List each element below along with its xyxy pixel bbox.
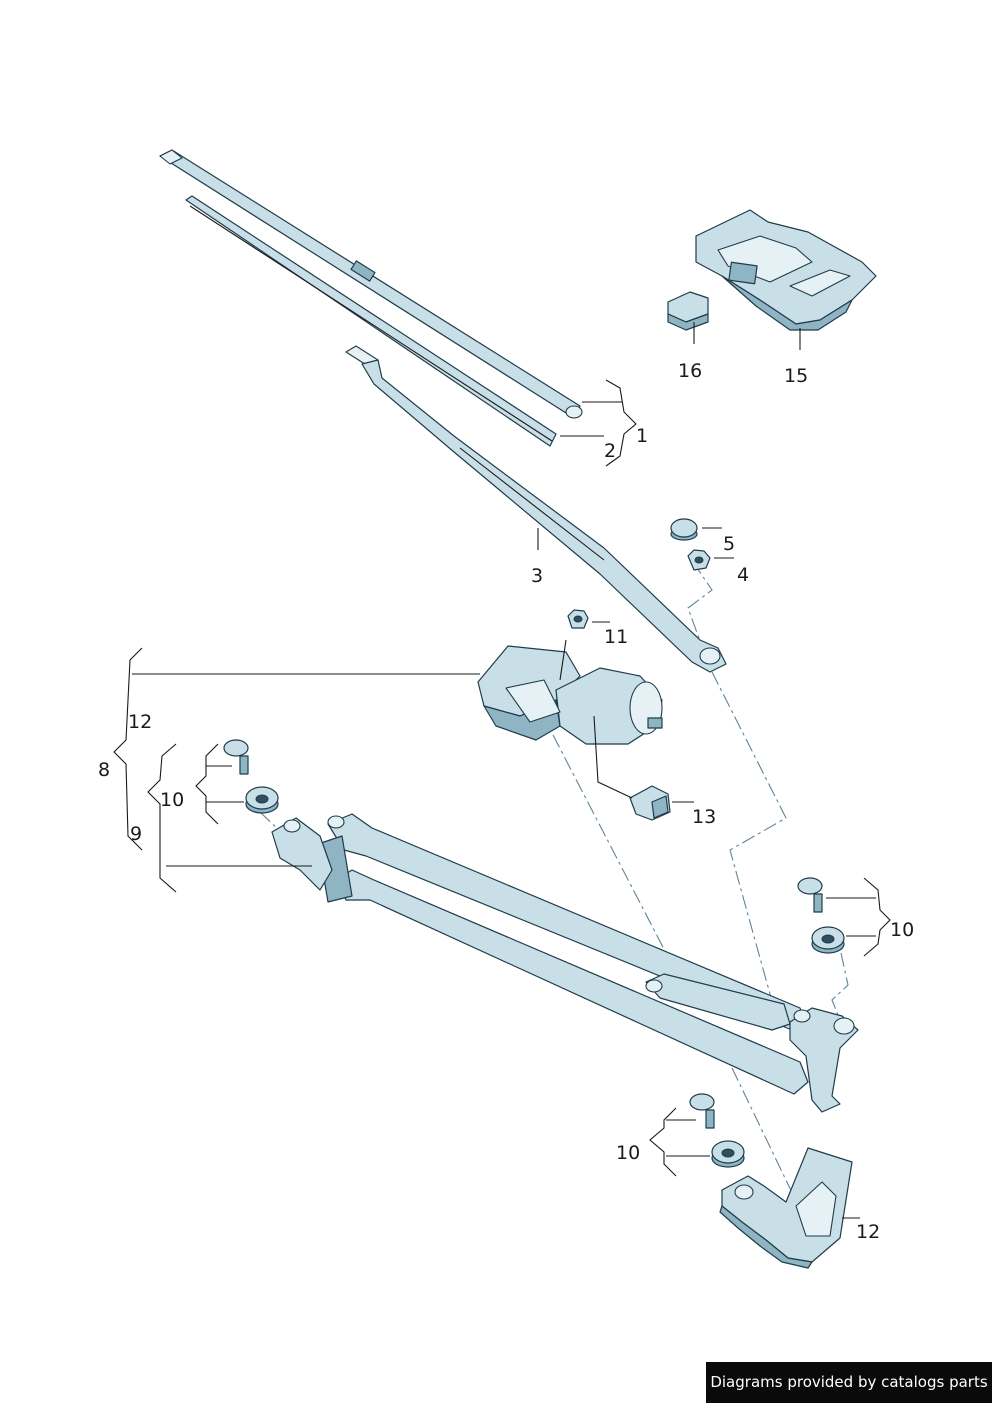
callout-labels: 1 2 3 5 4 11 12 8 10 9 13 10 10 12 16 15 [98,360,914,1243]
callout-10-left: 10 [160,789,184,811]
centerlines [259,561,849,1206]
attribution-text: Diagrams provided by catalogs parts [710,1373,988,1391]
wiper-blade [159,149,583,419]
callout-5: 5 [723,533,735,555]
wiper-motor [477,639,663,745]
hex-nut [687,549,711,571]
wiper-arm [345,345,727,673]
callout-2: 2 [604,440,616,462]
callout-15: 15 [784,365,808,387]
callout-16: 16 [678,360,702,382]
bolt-mount-left [223,739,279,814]
callout-10-right: 10 [890,919,914,941]
callout-10-bottom: 10 [616,1142,640,1164]
shaft-nut [567,609,589,629]
leader-lines [113,322,891,1219]
cover-cap [670,518,698,541]
attribution-footer: Diagrams provided by catalogs parts [706,1362,992,1403]
small-connector [667,291,709,331]
callout-9: 9 [130,823,142,845]
callout-4: 4 [737,564,749,586]
wiper-control-unit [695,209,877,331]
callout-11: 11 [604,626,628,648]
wiper-linkage-frame [271,813,859,1113]
callout-12-motor: 12 [128,711,152,733]
wiper-rubber [185,195,557,447]
connector-plug [629,785,671,821]
mounting-bracket [719,1147,853,1269]
bolt-mount-right [797,877,845,954]
callout-12-bracket: 12 [856,1221,880,1243]
bolt-mount-bottom [689,1093,745,1168]
callout-8: 8 [98,759,110,781]
callout-13: 13 [692,806,716,828]
callout-3: 3 [531,565,543,587]
callout-1: 1 [636,425,648,447]
